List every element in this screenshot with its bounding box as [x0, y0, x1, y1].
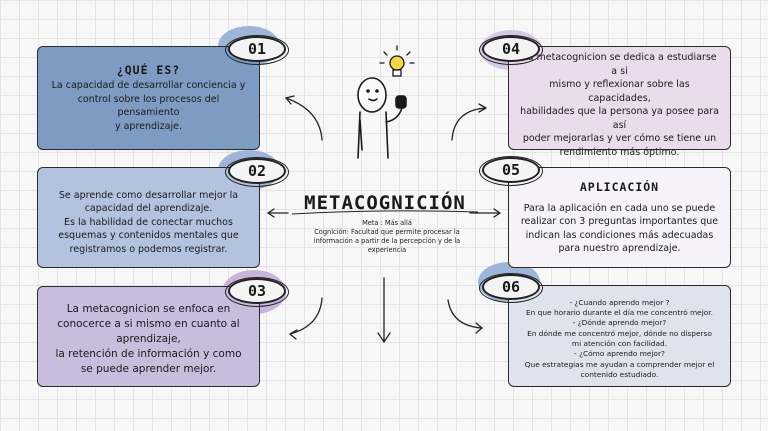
arrow-to-card-03-icon [290, 298, 322, 334]
arrow-to-card-04-icon [452, 108, 486, 140]
